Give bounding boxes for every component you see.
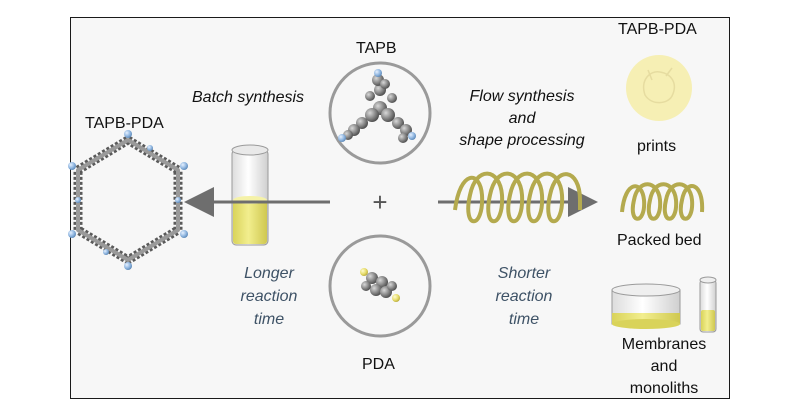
tapb-pda-right-label: TAPB-PDA — [618, 21, 697, 38]
tapb-pda-left-label: TAPB-PDA — [85, 115, 164, 132]
flow-synthesis-label: Flow synthesis and shape processing — [446, 86, 598, 152]
pda-molecule-circle — [328, 234, 432, 338]
batch-vial — [231, 144, 269, 246]
monolith-vial — [699, 276, 717, 333]
membranes-line-2: and — [650, 358, 678, 375]
packed-bed-coil — [620, 182, 705, 221]
tapb-molecule-circle — [328, 61, 432, 165]
flow-coil — [453, 171, 582, 224]
membranes-label: Membranes and monoliths — [604, 334, 724, 400]
tapb-label: TAPB — [356, 40, 397, 57]
shorter-line-3: time — [508, 311, 540, 328]
longer-reaction-time: Longer reaction time — [224, 262, 314, 331]
prints-label: prints — [637, 138, 677, 155]
longer-line-3: time — [253, 311, 285, 328]
shorter-line-2: reaction — [495, 288, 553, 305]
shorter-reaction-time: Shorter reaction time — [476, 262, 572, 331]
plus-sign: + — [372, 187, 387, 217]
membrane-dish — [611, 283, 681, 329]
flow-line-1: Flow synthesis — [469, 88, 575, 105]
membranes-line-3: monoliths — [629, 380, 699, 397]
batch-synthesis-label: Batch synthesis — [192, 89, 305, 106]
hexagon-framework — [68, 130, 188, 270]
print-disc — [626, 55, 692, 121]
pda-label: PDA — [362, 356, 395, 373]
longer-line-1: Longer — [244, 265, 294, 282]
packed-bed-label: Packed bed — [617, 232, 702, 249]
flow-line-3: shape processing — [459, 132, 585, 149]
longer-line-2: reaction — [240, 288, 298, 305]
membranes-line-1: Membranes — [621, 336, 707, 353]
shorter-line-1: Shorter — [497, 265, 551, 282]
flow-line-2: and — [508, 110, 536, 127]
